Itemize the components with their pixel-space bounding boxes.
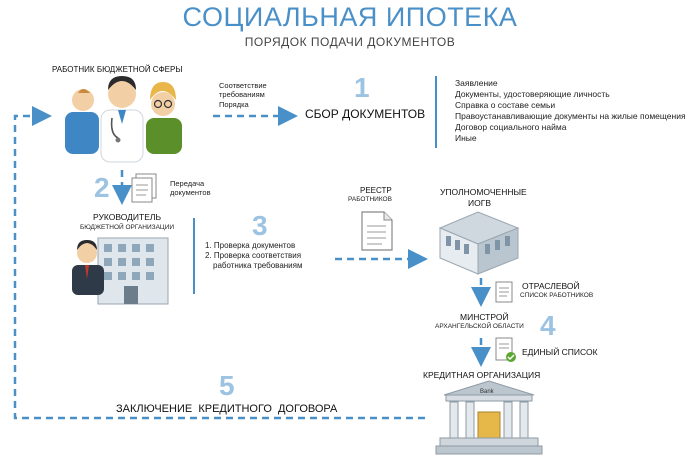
sector-list-line2: СПИСОК РАБОТНИКОВ	[520, 292, 594, 299]
check-item: 1. Проверка документов	[205, 241, 296, 250]
step-number-4: 4	[540, 310, 556, 341]
iogv-line1: УПОЛНОМОЧЕННЫЕ	[440, 187, 527, 197]
document-item: Иные	[455, 133, 477, 144]
step3-checks: 1. Проверка документов 2. Проверка соотв…	[205, 241, 302, 271]
credit-contract-title: ЗАКЛЮЧЕНИЕ КРЕДИТНОГО ДОГОВОРА	[116, 403, 338, 415]
head-title: РУКОВОДИТЕЛЬ	[93, 212, 162, 222]
collect-documents-title: СБОР ДОКУМЕНТОВ	[305, 107, 426, 121]
step-number-3: 3	[252, 210, 268, 241]
single-list-label: ЕДИНЫЙ СПИСОК	[522, 347, 598, 357]
bank-sign: Bank	[480, 389, 494, 395]
arrow-loop-to-worker	[13, 106, 425, 420]
ministry-line2: АРХАНГЕЛЬСКОЙ ОБЛАСТИ	[435, 323, 524, 330]
head-subtitle: БЮДЖЕТНОЙ ОРГАНИЗАЦИИ	[80, 224, 175, 231]
step1-note: Соответствие требованиям Порядка	[219, 81, 267, 109]
document-item: Договор социального найма	[455, 122, 567, 133]
document-item: Правоустанавливающие документы на жилые …	[455, 111, 686, 122]
credit-org-label: КРЕДИТНАЯ ОРГАНИЗАЦИЯ	[423, 370, 541, 380]
check-item: работника требованиям	[213, 261, 303, 270]
step-number-2: 2	[94, 172, 110, 203]
documents-list: Заявление Документы, удостоверяющие личн…	[455, 78, 686, 144]
doc-list-divider	[435, 76, 437, 148]
sector-list-line1: ОТРАСЛЕВОЙ	[522, 281, 580, 291]
check-item: 2. Проверка соответствия	[205, 251, 302, 260]
step-number-1: 1	[354, 72, 370, 103]
ministry-line1: МИНСТРОЙ	[460, 312, 509, 322]
worker-label: РАБОТНИК БЮДЖЕТНОЙ СФЕРЫ	[52, 65, 183, 74]
step-number-5: 5	[219, 370, 235, 401]
page-title: СОЦИАЛЬНАЯ ИПОТЕКА	[182, 2, 518, 32]
document-item: Заявление	[455, 78, 498, 88]
head-divider	[193, 218, 195, 294]
document-item: Документы, удостоверяющие личность	[455, 89, 610, 100]
registry-subtitle: РАБОТНИКОВ	[348, 196, 392, 203]
iogv-line2: ИОГВ	[468, 198, 491, 208]
page-subtitle: ПОРЯДОК ПОДАЧИ ДОКУМЕНТОВ	[244, 35, 456, 49]
step2-note: Передача документов	[170, 179, 211, 198]
registry-title: РЕЕСТР	[360, 186, 392, 195]
document-item: Справка о составе семьи	[455, 100, 556, 111]
